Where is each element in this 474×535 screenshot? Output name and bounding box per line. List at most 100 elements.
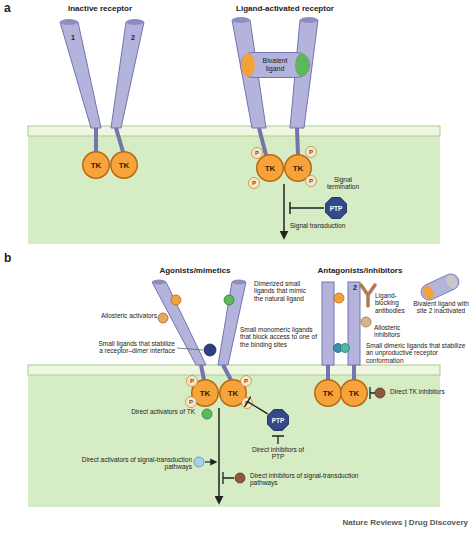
annotation-label: Direct TK inhibitors	[390, 388, 460, 395]
inhibition-bar	[223, 472, 234, 484]
heading-label: Agonists/mimetics	[130, 266, 260, 275]
annotation-label: Dimerized small ligands that mimic the n…	[254, 280, 316, 302]
receptor-cap	[152, 280, 166, 285]
annotation-label: Direct activators of TK	[110, 408, 195, 415]
dimerized-ligand	[171, 295, 181, 305]
transmembrane-stem	[326, 365, 330, 380]
phosphate-group: P	[305, 175, 317, 187]
inhibition-bar	[370, 387, 375, 399]
annotation-label: Direct inhibitors of signal-transduction…	[250, 472, 360, 487]
transmembrane-stem	[116, 128, 123, 152]
ptp-octagon	[326, 198, 347, 219]
tk-label: TK	[323, 389, 334, 398]
allosteric-inhibitor	[361, 317, 371, 327]
annotation-label: Small monomeric ligands that block acces…	[240, 326, 318, 348]
receptor-cap	[60, 19, 78, 25]
p-label: P	[309, 178, 313, 185]
tk-circle	[257, 155, 284, 182]
tk-circle	[341, 380, 368, 407]
receptor-cap	[300, 17, 318, 23]
tk-label: TK	[265, 164, 276, 173]
signal-arrow	[283, 184, 285, 238]
annotation-label: Direct activators of signal-transduction…	[70, 456, 192, 471]
tk-circle	[315, 380, 342, 407]
dimeric-ligand	[341, 344, 350, 353]
cytoplasm	[28, 128, 440, 244]
heading-label: 2	[128, 34, 138, 42]
phosphate-group: P	[305, 146, 317, 158]
tyrosine-kinase: TK	[256, 154, 284, 182]
phosphate-circle	[252, 148, 263, 159]
leader-line	[177, 348, 203, 350]
ligand-site	[295, 54, 309, 77]
tk-label: TK	[119, 161, 130, 170]
ptp-label: PTP	[330, 205, 343, 212]
receptor-monomer	[322, 282, 334, 365]
phosphate-group: P	[251, 147, 263, 159]
ptp-label: PTP	[272, 417, 285, 424]
dimer-stabilizer	[204, 344, 216, 356]
heading-label: Ligand-activated receptor	[215, 4, 355, 13]
ptp-octagon	[268, 410, 289, 431]
phosphate-circle	[187, 376, 198, 387]
ligand-body	[241, 53, 310, 78]
heading-label: 2	[349, 284, 361, 292]
phosphate-circle	[249, 178, 260, 189]
heading-label: Inactive receptor	[45, 4, 155, 13]
receptor-monomer	[348, 282, 360, 365]
inhibition-bar	[290, 202, 324, 214]
annotation-label: Ligand-blocking antibodies	[375, 292, 415, 314]
annotation-label: Allosteric activators	[95, 312, 157, 319]
annotation-label: Small dimeric ligands that stabilize an …	[366, 342, 466, 364]
tyrosine-kinase: TK	[314, 379, 342, 407]
receptor-cap	[232, 17, 250, 23]
ligand-site	[444, 273, 459, 290]
transmembrane-stem	[94, 128, 98, 152]
tk-label: TK	[293, 164, 304, 173]
annotation-label: Allosteric inhibitors	[374, 324, 414, 339]
ligand-body	[418, 271, 461, 302]
tk-activator	[202, 409, 212, 419]
tk-label: TK	[228, 389, 239, 398]
phosphate-circle	[186, 397, 197, 408]
cap-label: Bivalent ligand	[254, 57, 296, 73]
annotation-label: Bivalent ligand with site 2 inactivated	[412, 300, 470, 315]
cell-membrane	[28, 126, 440, 136]
tk-label: TK	[349, 389, 360, 398]
phosphate-circle	[242, 398, 253, 409]
heading-label: Nature Reviews | Drug Discovery	[260, 518, 468, 527]
heading-label: Antagonists/inhibitors	[295, 266, 425, 275]
dimerized-ligand	[224, 295, 234, 305]
phosphate-group: P	[240, 375, 252, 387]
receptor-arm	[111, 22, 144, 128]
phosphate-circle	[241, 376, 252, 387]
phosphatase: PTP	[324, 196, 348, 220]
transmembrane-stem	[352, 365, 356, 380]
cell-membrane	[28, 365, 440, 375]
tk-inhibitor	[375, 388, 385, 398]
phosphate-group: P	[241, 397, 253, 409]
p-label: P	[189, 399, 193, 406]
transmembrane-stem	[201, 365, 204, 380]
bivalent-ligand: Bivalent ligand	[240, 52, 310, 78]
signal-arrow	[218, 408, 220, 503]
monomeric-ligand	[334, 293, 344, 303]
tyrosine-kinase: TK	[110, 151, 138, 179]
annotation-label: Signal termination	[318, 176, 368, 191]
tk-label: TK	[200, 389, 211, 398]
transmembrane-stem	[297, 128, 298, 155]
receptor-cap	[126, 19, 144, 25]
receptor-arm	[60, 22, 101, 128]
receptor-cap	[232, 280, 246, 285]
tk-circle	[83, 152, 110, 179]
annotation-label: Direct inhibitors of PTP	[250, 446, 306, 461]
annotation-label: Signal transduction	[290, 222, 352, 229]
phosphate-group: P	[186, 375, 198, 387]
p-label: P	[245, 400, 249, 407]
tk-label: TK	[91, 161, 102, 170]
activation-arrow	[205, 461, 216, 462]
allosteric-activator	[158, 313, 168, 323]
panel-letter: a	[4, 2, 18, 16]
